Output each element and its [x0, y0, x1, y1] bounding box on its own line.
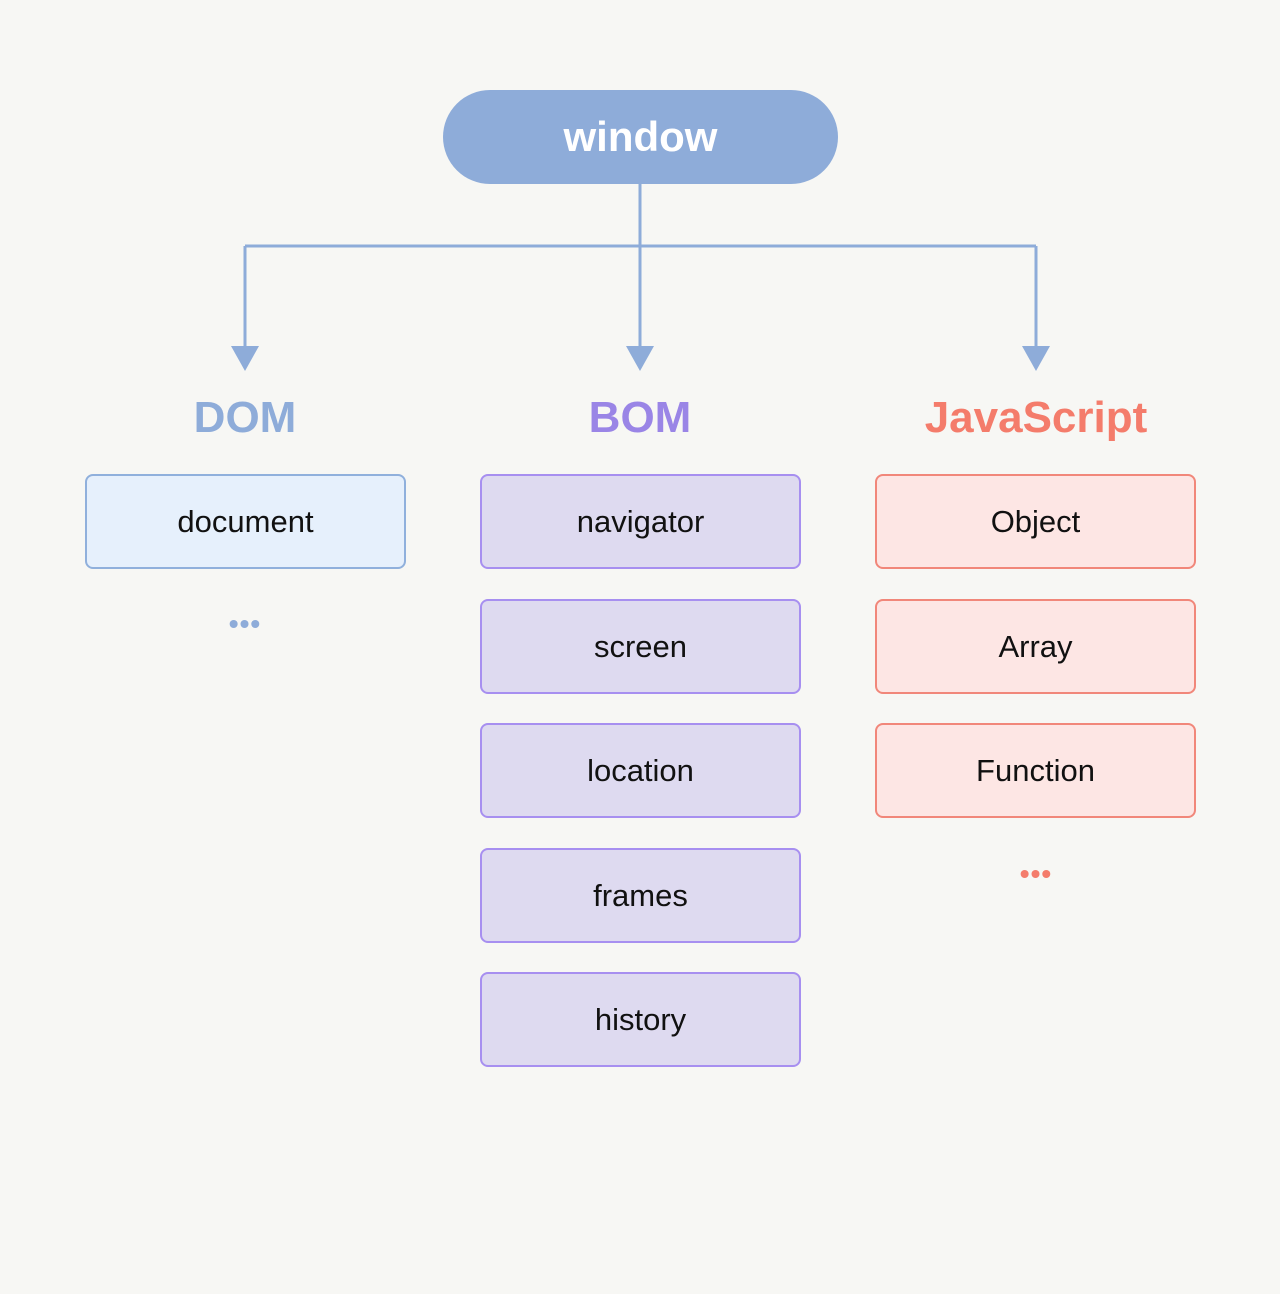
- bom-item-navigator: navigator: [480, 474, 801, 569]
- js-item-array: Array: [875, 599, 1196, 694]
- js-item-label: Array: [998, 628, 1073, 664]
- root-node-label: window: [563, 113, 718, 160]
- arrowhead-dom: [231, 346, 259, 371]
- bom-item-location: location: [480, 723, 801, 818]
- bom-item-label: navigator: [576, 503, 705, 539]
- heading-dom: DOM: [193, 393, 297, 442]
- root-node-window: window: [443, 90, 838, 184]
- js-item-object: Object: [875, 474, 1196, 569]
- js-item-label: Object: [990, 503, 1081, 539]
- bom-item-history: history: [480, 972, 801, 1067]
- bom-item-label: screen: [593, 628, 688, 664]
- heading-javascript: JavaScript: [924, 393, 1148, 442]
- dom-more-ellipsis: •••: [228, 608, 262, 639]
- js-item-label: Function: [976, 752, 1095, 788]
- bom-item-screen: screen: [480, 599, 801, 694]
- bom-item-label: location: [587, 752, 694, 788]
- js-more-ellipsis: •••: [1019, 858, 1053, 889]
- bom-item-label: frames: [593, 877, 688, 913]
- dom-item-label: document: [177, 503, 314, 539]
- arrowhead-js: [1022, 346, 1050, 371]
- heading-bom: BOM: [588, 393, 692, 442]
- bom-item-frames: frames: [480, 848, 801, 943]
- dom-item-document: document: [85, 474, 406, 569]
- js-item-function: Function: [875, 723, 1196, 818]
- bom-item-label: history: [594, 1001, 687, 1037]
- arrowhead-bom: [626, 346, 654, 371]
